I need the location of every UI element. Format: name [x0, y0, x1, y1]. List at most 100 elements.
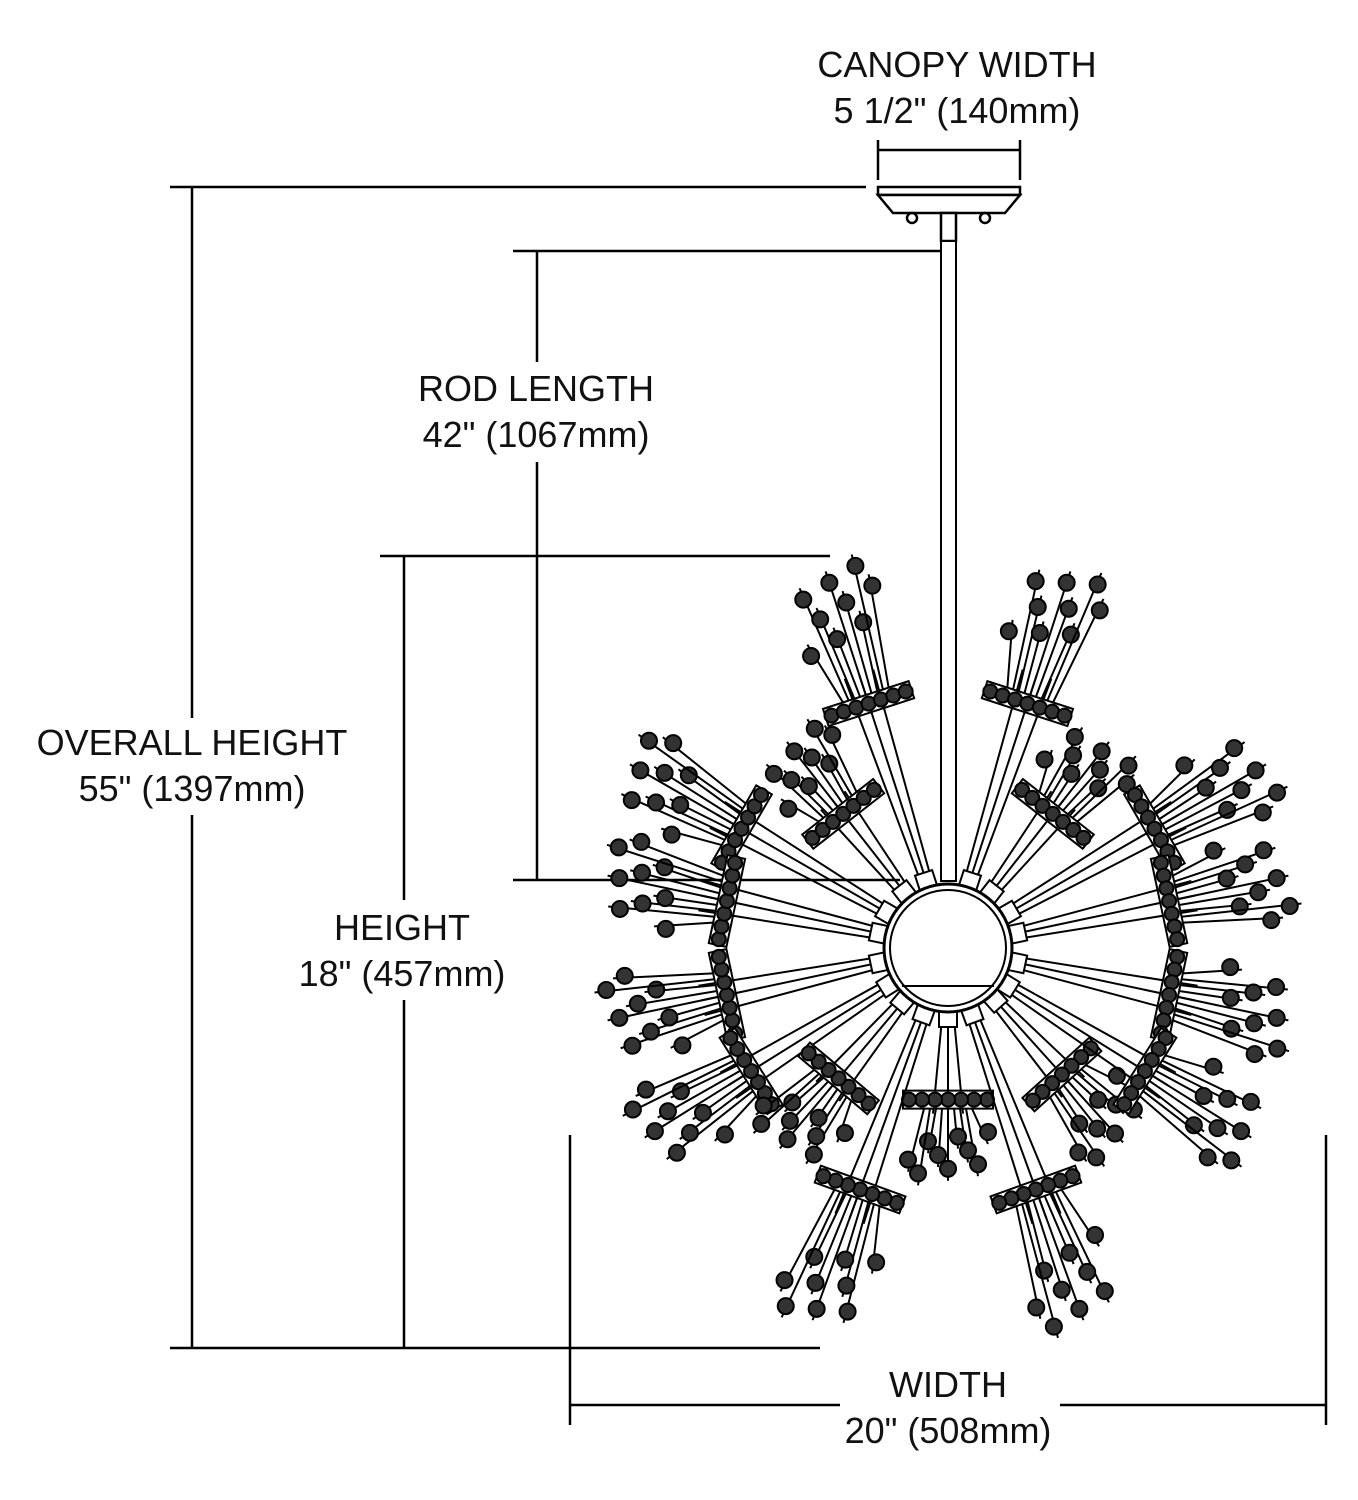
overall-height-value: 55" (1397mm)	[78, 768, 306, 809]
dimension-lines	[170, 140, 1328, 1425]
crystal-ball	[810, 1053, 827, 1070]
canopy-width-label: CANOPY WIDTH 5 1/2" (140mm)	[817, 42, 1096, 134]
crystal-ball	[632, 863, 651, 882]
crystal-ball	[863, 576, 882, 595]
crystal-ball	[623, 1100, 642, 1119]
crystal-ball	[1089, 779, 1108, 798]
crystal-ball	[897, 683, 914, 700]
crystal-ball	[1053, 1066, 1070, 1083]
crystal-ball	[949, 1127, 967, 1146]
crystal-ball	[645, 1122, 664, 1141]
crystal-ball	[1245, 1045, 1264, 1064]
rod-length-value: 42" (1067mm)	[422, 414, 650, 455]
crystal-ball	[1073, 1049, 1090, 1066]
crystal-ball	[778, 1130, 797, 1149]
arm	[594, 947, 892, 1055]
crystal-ball	[753, 787, 770, 804]
crystal-ball	[1236, 855, 1255, 874]
crystal-ball	[693, 1103, 712, 1122]
arm	[622, 971, 903, 1162]
crystal-ball	[1024, 789, 1041, 806]
crystal-ball	[1044, 805, 1061, 822]
crystal-ball	[1057, 573, 1076, 592]
crystal-ball	[845, 797, 862, 814]
crystal-ball	[660, 1008, 679, 1027]
crystal-ball	[1204, 841, 1223, 860]
crystal-ball	[835, 805, 852, 822]
arm	[899, 1007, 997, 1186]
crystal-ball	[1086, 1226, 1105, 1245]
rod-length-label: ROD LENGTH 42" (1067mm)	[418, 366, 654, 458]
crystal-ball	[837, 1276, 856, 1295]
crystal-ball	[727, 854, 744, 871]
crystal-ball	[919, 1132, 937, 1151]
crystal-ball	[1078, 1262, 1097, 1281]
crystal-ball	[647, 980, 666, 999]
crystal-ball	[1222, 1019, 1241, 1038]
crystal-ball	[1166, 961, 1183, 978]
crystal-ball	[979, 1123, 997, 1141]
arm	[752, 987, 918, 1165]
crystal-ball	[1221, 988, 1240, 1007]
crystal-ball	[846, 556, 865, 575]
crystal-ball	[1088, 1119, 1107, 1138]
crystal-ball	[1107, 1066, 1126, 1085]
crystal-ball	[718, 986, 735, 1003]
crystal-ball	[1221, 958, 1240, 977]
arm	[994, 739, 1288, 927]
crystal-ball	[1217, 869, 1236, 888]
crystal-ball	[809, 1108, 828, 1127]
crystal-ball	[667, 1143, 686, 1162]
crystal-ball	[1065, 727, 1084, 746]
crystal-ball	[718, 893, 735, 910]
crystal-ball	[1070, 1114, 1089, 1133]
crystal-ball	[776, 1297, 795, 1316]
crystal-ball	[929, 1146, 947, 1164]
crystal-ball	[799, 777, 818, 796]
crystal-ball	[927, 1091, 943, 1108]
crystal-ball	[628, 994, 647, 1013]
crystal-ball	[1232, 1122, 1251, 1141]
arm	[775, 1000, 937, 1324]
crystal-ball	[1163, 905, 1180, 922]
crystal-ball	[655, 763, 674, 782]
crystal-ball	[1034, 797, 1051, 814]
crystal-ball	[1268, 1039, 1287, 1058]
crystal-ball	[1208, 1119, 1227, 1138]
crystal-ball	[1014, 781, 1031, 798]
crystal-ball	[623, 1036, 642, 1055]
crystal-ball	[855, 789, 872, 806]
crystal-ball	[1169, 948, 1186, 965]
crystal-ball	[1267, 869, 1286, 888]
crystal-ball	[1062, 764, 1081, 783]
crystal-ball	[780, 1111, 799, 1130]
crystal-ball	[807, 1299, 826, 1318]
crystal-ball	[597, 980, 616, 999]
arm	[980, 985, 1143, 1167]
canopy-width-title: CANOPY WIDTH	[817, 44, 1097, 85]
crystal-ball	[1095, 1282, 1114, 1301]
crystal-ball	[807, 1127, 826, 1146]
crystal-ball	[909, 1164, 927, 1183]
crystal-ball	[1152, 854, 1169, 871]
crystal-ball	[1087, 1148, 1106, 1167]
crystal-ball	[632, 832, 651, 851]
crystal-ball	[1230, 897, 1249, 916]
crystal-ball	[802, 748, 821, 767]
crystal-ball	[1210, 758, 1229, 777]
crystal-ball	[671, 795, 690, 814]
crystal-ball	[656, 919, 675, 938]
crystal-ball	[1060, 1243, 1079, 1262]
crystal-ball	[1116, 1096, 1133, 1113]
crystal-ball	[671, 1082, 690, 1101]
crystal-ball	[1175, 756, 1194, 775]
crystal-ball	[837, 593, 856, 612]
crystal-ball	[1232, 781, 1251, 800]
crystal-ball	[610, 1008, 629, 1027]
crystal-ball	[867, 1253, 886, 1272]
crystal-ball	[914, 1091, 930, 1108]
crystal-ball	[820, 573, 839, 592]
width-label: WIDTH 20" (508mm)	[845, 1362, 1052, 1454]
height-title: HEIGHT	[333, 907, 470, 948]
